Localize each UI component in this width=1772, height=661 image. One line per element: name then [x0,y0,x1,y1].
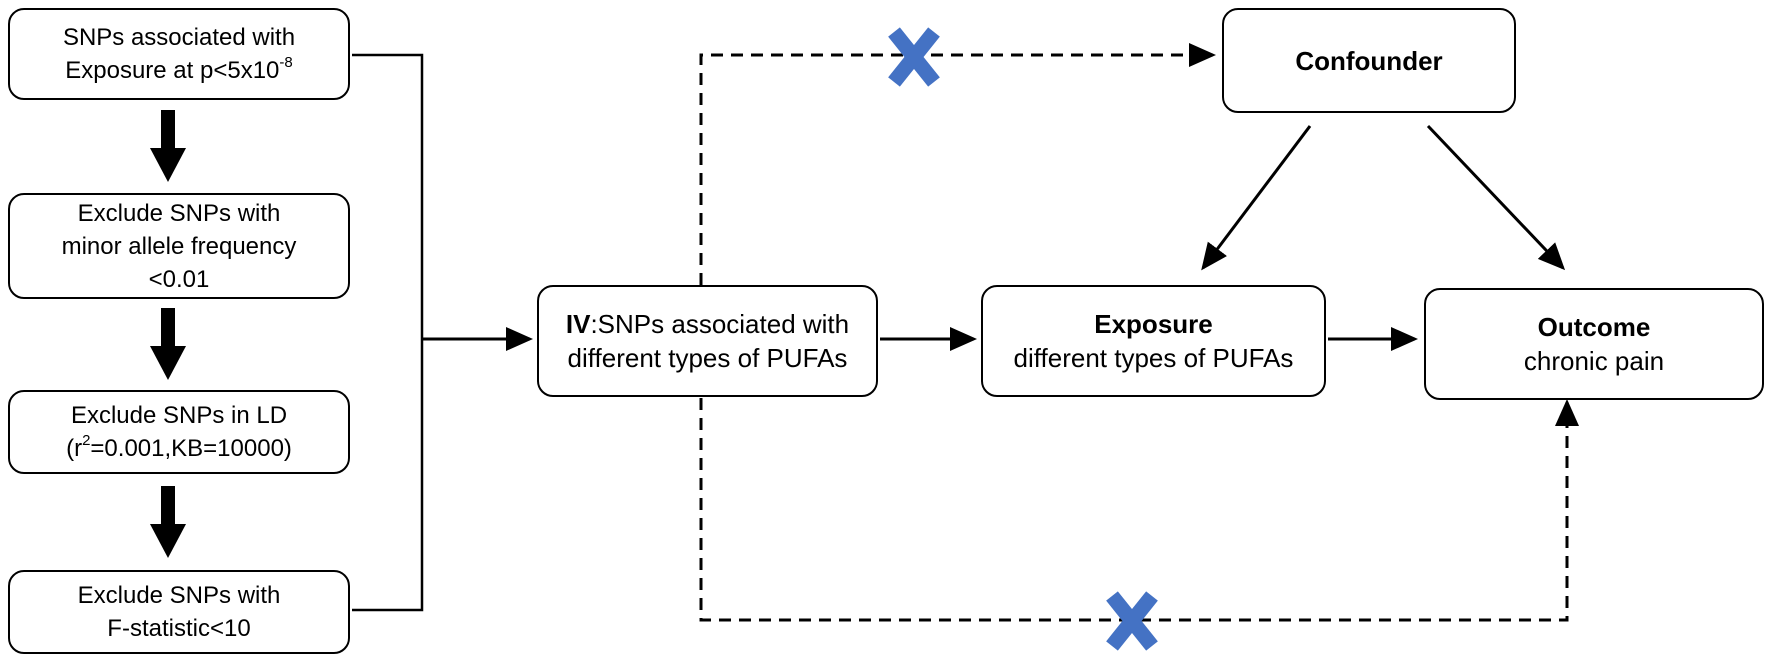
outcome-title: Outcome [1537,312,1651,342]
confounder-box: Confounder [1222,8,1516,113]
confounder-to-exposure-arrow [1201,125,1312,271]
step-exclude-maf-box: Exclude SNPs with minor allele frequency… [8,193,350,299]
step-exclude-ld-box: Exclude SNPs in LD (r2=0.001,KB=10000) [8,390,350,474]
step-exclude-ld-params: =0.001,KB=10000) [90,435,292,462]
iv-label: IV [565,309,591,339]
step-exclude-ld-exponent: 2 [82,432,91,449]
step-select-snps-box: SNPs associated with Exposure at p<5x10-… [8,8,350,100]
step-exclude-f-box: Exclude SNPs with F-statistic<10 [8,570,350,654]
step-select-snps-line2: Exposure at p<5x10-8 [65,54,293,87]
iv-box: IV:SNPs associated with different types … [537,285,878,397]
iv-to-outcome-dashed-path [699,398,1579,622]
step-exclude-ld-line2: (r2=0.001,KB=10000) [66,432,292,465]
step-select-snps-exponent: -8 [279,54,293,71]
step-exclude-maf-line2: minor allele frequency [61,232,297,260]
iv-line2: different types of PUFAs [567,343,848,373]
outcome-subtitle: chronic pain [1523,346,1665,376]
step-flow-arrow-2 [150,308,186,380]
step-select-snps-line1: SNPs associated with [62,24,296,51]
step-select-snps-threshold: Exposure at p<5x10 [65,57,280,84]
cross-icon [1106,591,1158,651]
outcome-box: Outcome chronic pain [1424,288,1764,400]
exposure-title: Exposure [1094,309,1213,339]
step-flow-arrow-1 [150,110,186,182]
step-exclude-maf-line3: <0.01 [148,265,210,293]
step-exclude-ld-line1: Exclude SNPs in LD [70,402,288,429]
step-exclude-f-line1: Exclude SNPs with [77,582,281,609]
step-bracket [352,53,424,612]
step-exclude-maf-line1: Exclude SNPs with [77,199,281,227]
confounder-title: Confounder [1295,45,1443,76]
iv-to-confounder-dashed-path [699,43,1216,285]
step-exclude-ld-r: (r [66,435,83,462]
cross-icon [888,27,940,87]
iv-line1: IV:SNPs associated with [566,307,849,341]
iv-description: :SNPs associated with [590,309,850,339]
step-exclude-f-line2: F-statistic<10 [107,615,251,642]
step-flow-arrow-3 [150,486,186,558]
confounder-to-outcome-arrow [1426,124,1566,271]
exposure-box: Exposure different types of PUFAs [981,285,1326,397]
exposure-subtitle: different types of PUFAs [1013,343,1294,373]
